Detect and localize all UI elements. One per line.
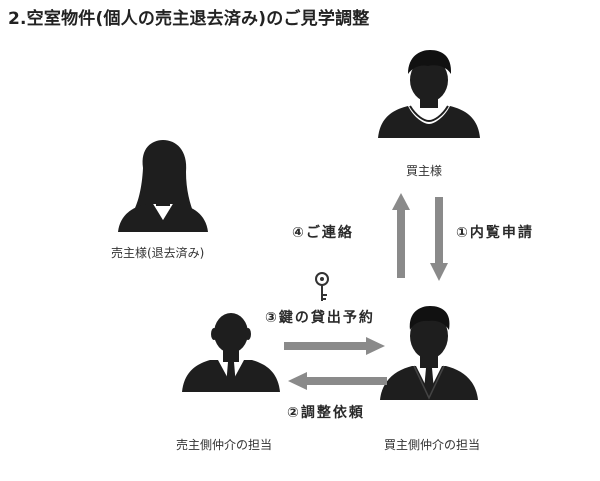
step-label-3: ③鍵の貸出予約 — [265, 310, 375, 326]
step-label-2: ②調整依頼 — [287, 405, 365, 421]
seller-agent-businessman-icon — [182, 313, 280, 392]
buyer-man-icon — [378, 50, 480, 138]
buyer-agent-businessman-icon — [380, 306, 478, 400]
page-title: 2.空室物件(個人の売主退去済み)のご見学調整 — [8, 9, 370, 29]
arrow-up-step4 — [392, 193, 410, 278]
label-seller: 売主様(退去済み) — [111, 246, 205, 260]
arrow-left-step2 — [288, 372, 387, 390]
step-label-4: ④ご連絡 — [292, 225, 354, 241]
arrow-down-step1 — [430, 197, 448, 281]
label-seller-agent: 売主側仲介の担当 — [176, 438, 273, 452]
seller-woman-icon — [118, 140, 208, 232]
label-buyer: 買主様 — [406, 164, 443, 178]
label-buyer-agent: 買主側仲介の担当 — [384, 438, 481, 452]
step-label-1: ①内覧申請 — [456, 225, 534, 241]
arrow-right-step3 — [284, 337, 385, 355]
key-icon — [315, 272, 329, 301]
